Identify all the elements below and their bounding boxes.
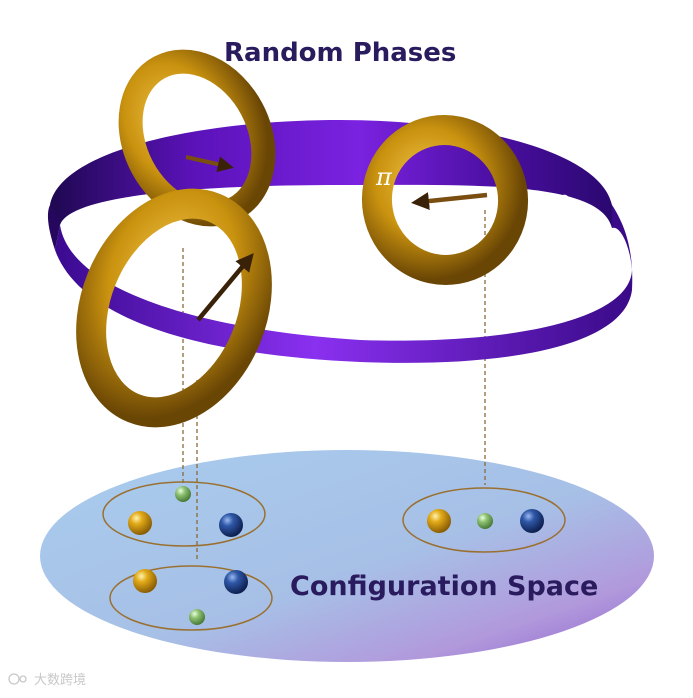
watermark-text: 大数跨境: [34, 673, 86, 688]
blue-particle: [520, 509, 544, 533]
ribbon-left-edge: [47, 205, 60, 250]
ring-body: [361, 115, 529, 285]
watermark-logo-icon: [19, 675, 27, 683]
green-particle: [175, 486, 191, 502]
config-group-right: [402, 487, 566, 553]
ribbon-right-edge: [612, 205, 633, 290]
blue-particle: [224, 570, 248, 594]
config-group-outline: [402, 487, 566, 553]
configuration-space-label: Configuration Space: [290, 571, 598, 602]
phase-zero-label: 0: [555, 191, 570, 219]
watermark-logo-icon: [8, 673, 20, 685]
green-particle: [477, 513, 493, 529]
config-group-bottom-left: [109, 565, 273, 631]
phase-arrow: [185, 155, 234, 173]
phase-ring-right: π 0: [361, 115, 570, 285]
gold-particle: [128, 511, 152, 535]
phase-ring-front: [76, 188, 272, 428]
phase-pi-label: π: [375, 163, 393, 191]
config-group-outline: [102, 481, 266, 547]
config-group-top-left: [102, 481, 266, 547]
phase-arrow: [196, 253, 254, 322]
diagram-title: Random Phases: [224, 38, 456, 68]
ribbon-front: [55, 225, 632, 363]
green-particle: [189, 609, 205, 625]
config-group-outline: [109, 565, 273, 631]
configuration-plane: [40, 450, 654, 662]
gold-particle: [133, 569, 157, 593]
phase-arrow: [411, 192, 488, 211]
gold-particle: [427, 509, 451, 533]
watermark: 大数跨境: [8, 673, 86, 688]
ring-body: [76, 188, 272, 428]
blue-particle: [219, 513, 243, 537]
